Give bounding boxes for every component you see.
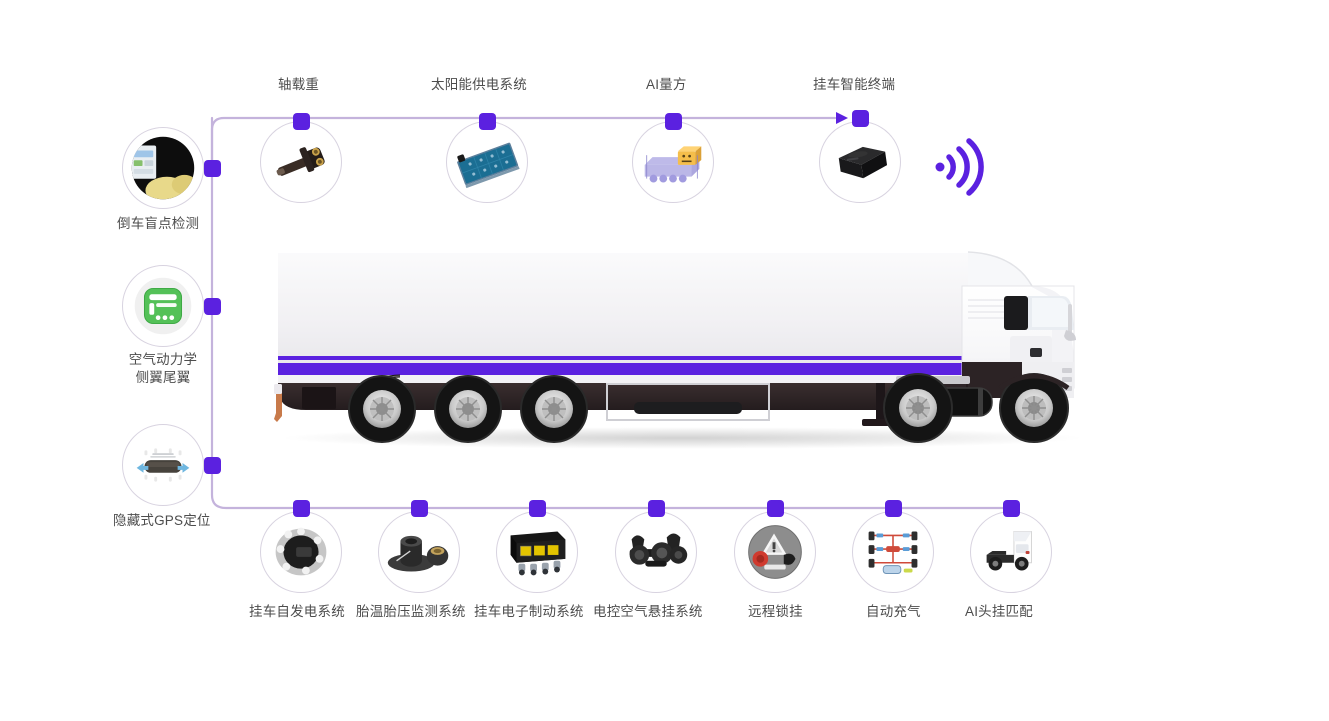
- node-connector-square: [852, 110, 869, 127]
- node-circle[interactable]: [819, 121, 901, 203]
- node-circle[interactable]: [496, 511, 578, 593]
- node-connector-square: [411, 500, 428, 517]
- blind-spot-detection-icon: [131, 136, 195, 200]
- left-node-3-label: 隐藏式GPS定位: [113, 513, 211, 528]
- left-node-1-label: 倒车盲点检测: [117, 216, 200, 231]
- node-circle[interactable]: [446, 121, 528, 203]
- left-node-2-label-line2: 侧翼尾翼: [135, 370, 191, 385]
- bottom-node-3-label: 挂车电子制动系统: [474, 604, 584, 619]
- tpms-sensor-icon: [387, 535, 449, 572]
- node-connector-square: [648, 500, 665, 517]
- ai-volume-measure-icon: [644, 146, 702, 183]
- node-connector-square: [665, 113, 682, 130]
- remote-kingpin-lock-icon: [748, 525, 802, 579]
- node-connector-square: [885, 500, 902, 517]
- bottom-node-7-label: AI头挂匹配: [965, 604, 1033, 619]
- node-circle[interactable]: [260, 511, 342, 593]
- node-circle[interactable]: [970, 511, 1052, 593]
- node-connector-square: [204, 457, 221, 474]
- node-circle[interactable]: [378, 511, 460, 593]
- bottom-node-4-label: 电控空气悬挂系统: [593, 604, 703, 619]
- node-circle[interactable]: [632, 121, 714, 203]
- node-connector-square: [529, 500, 546, 517]
- node-circle[interactable]: [122, 424, 204, 506]
- aerodynamic-skirt-icon: [134, 277, 192, 335]
- top-node-2-label: 太阳能供电系统: [431, 77, 527, 92]
- node-connector-square: [767, 500, 784, 517]
- node-circle[interactable]: [852, 511, 934, 593]
- axle-load-sensor-icon: [276, 147, 325, 176]
- solar-panel-icon: [457, 142, 520, 189]
- air-suspension-axle-icon: [629, 533, 688, 567]
- node-circle[interactable]: [615, 511, 697, 593]
- wifi-signal-icon: [935, 138, 984, 196]
- node-circle[interactable]: [260, 121, 342, 203]
- semi-trailer-truck-illustration: [274, 250, 1082, 449]
- node-connector-square: [204, 160, 221, 177]
- node-connector-square: [204, 298, 221, 315]
- node-circle[interactable]: [122, 127, 204, 209]
- node-connector-square: [293, 500, 310, 517]
- top-node-4-label: 挂车智能终端: [813, 77, 896, 92]
- ebs-brake-module-icon: [510, 531, 566, 576]
- bottom-node-6-label: 自动充气: [866, 604, 921, 619]
- ai-tractor-trailer-match-icon: [986, 531, 1032, 571]
- bottom-node-2-label: 胎温胎压监测系统: [356, 604, 466, 619]
- bottom-node-5-label: 远程锁挂: [748, 604, 803, 619]
- auto-tire-inflation-icon: [868, 531, 918, 574]
- bottom-node-1-label: 挂车自发电系统: [249, 604, 345, 619]
- left-node-2-label-line1: 空气动力学: [128, 352, 198, 367]
- left-node-2-label: 空气动力学 侧翼尾翼: [108, 351, 218, 387]
- node-connector-square: [1003, 500, 1020, 517]
- top-node-1-label: 轴载重: [278, 77, 320, 92]
- node-circle[interactable]: [734, 511, 816, 593]
- node-connector-square: [293, 113, 310, 130]
- node-circle[interactable]: [122, 265, 204, 347]
- hidden-gps-tracker-icon: [136, 448, 190, 482]
- top-node-3-label: AI量方: [646, 77, 687, 92]
- node-connector-square: [479, 113, 496, 130]
- smart-terminal-box-icon: [838, 146, 888, 179]
- trailer-power-generation-icon: [275, 527, 327, 576]
